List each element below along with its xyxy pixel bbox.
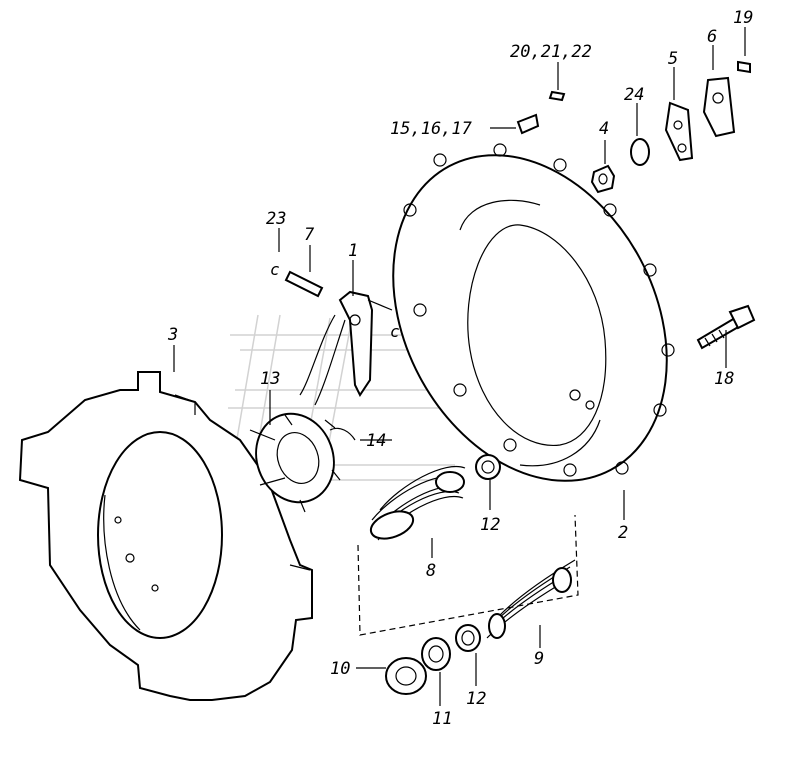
label-24: 24 — [624, 85, 644, 105]
part-14-spring-clip — [329, 427, 356, 441]
part-23-clip-glyph: ϲ — [270, 260, 280, 279]
part-20-bolt — [548, 90, 566, 102]
label-1: 1 — [348, 241, 358, 261]
part-9-spring — [486, 559, 576, 639]
label-11: 11 — [432, 709, 452, 729]
part-10-washer — [385, 657, 427, 695]
part-12-seat-upper-hole — [481, 460, 495, 474]
part-12-seat-lower — [455, 624, 481, 652]
part-3-pressure-plate — [18, 371, 313, 701]
clip-glyph: ϲ — [390, 322, 400, 341]
part-1-lever — [299, 290, 393, 406]
part-11-washer — [421, 637, 451, 671]
part-7-pin — [284, 270, 324, 298]
label-15-16-17: 15,16,17 — [390, 119, 473, 139]
label-12-upper: 12 — [480, 515, 500, 535]
label-13: 13 — [260, 369, 280, 389]
part-8-spring — [369, 466, 466, 541]
label-23: 23 — [266, 209, 286, 229]
part-13-cage — [249, 412, 341, 513]
label-20-21-22: 20,21,22 — [510, 42, 592, 62]
part-4-nut — [590, 164, 616, 194]
part-19-screw — [737, 60, 751, 74]
label-18: 18 — [714, 369, 734, 389]
label-8: 8 — [426, 561, 436, 581]
label-19: 19 — [733, 8, 753, 28]
label-4: 4 — [599, 119, 609, 139]
part-12-seat-upper — [475, 454, 501, 480]
part-5-bracket — [664, 101, 694, 162]
label-9: 9 — [534, 649, 544, 669]
label-5: 5 — [668, 49, 678, 69]
part-6-bracket — [702, 76, 736, 138]
leader-lines — [173, 27, 746, 706]
label-10: 10 — [330, 659, 350, 679]
part-18-bolt — [696, 304, 756, 350]
label-6: 6 — [707, 27, 717, 47]
label-7: 7 — [304, 225, 315, 245]
label-3: 3 — [167, 325, 178, 345]
part-24-washer — [630, 138, 650, 166]
dashed-group-bracket — [357, 514, 579, 636]
part-labels: 19 6 5 24 4 20,21,22 15,16,17 23 7 1 3 1… — [167, 8, 753, 729]
label-12-lower: 12 — [466, 689, 486, 709]
part-2-cover — [392, 143, 675, 482]
label-14: 14 — [366, 431, 386, 451]
part-15-shim — [516, 113, 540, 135]
label-2: 2 — [618, 523, 628, 543]
